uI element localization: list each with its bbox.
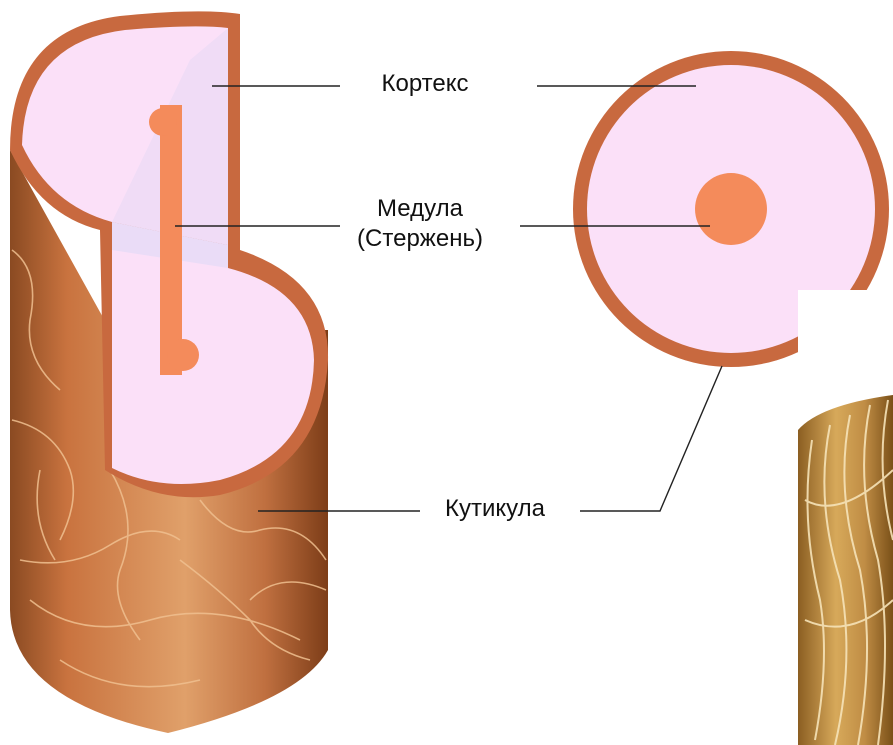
hair-cylinder-model <box>10 11 328 733</box>
hair-photo-inset <box>798 290 893 745</box>
cross-section-medulla <box>695 173 767 245</box>
label-medulla-line1: Медула <box>330 194 510 224</box>
leader-cuticle-right <box>580 366 722 511</box>
label-cortex: Кортекс <box>360 69 490 99</box>
label-medulla: Медула (Стержень) <box>330 194 510 254</box>
label-medulla-line2: (Стержень) <box>330 224 510 254</box>
label-cuticle: Кутикула <box>420 494 570 524</box>
